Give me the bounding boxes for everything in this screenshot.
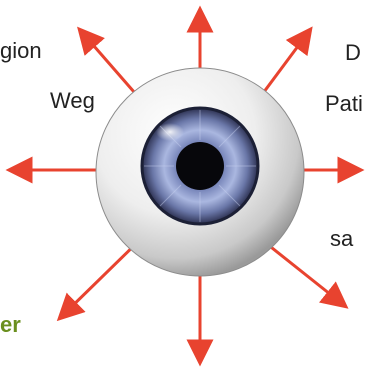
label-top-right: D bbox=[345, 42, 361, 64]
label-top-left: gion bbox=[0, 40, 42, 62]
label-bottom-left: er bbox=[0, 314, 21, 336]
label-right-lower: sa bbox=[330, 228, 353, 250]
eyeball-icon bbox=[96, 68, 304, 276]
pupil bbox=[176, 142, 224, 190]
label-left-middle: Weg bbox=[50, 90, 95, 112]
label-right-upper: Pati bbox=[325, 93, 363, 115]
